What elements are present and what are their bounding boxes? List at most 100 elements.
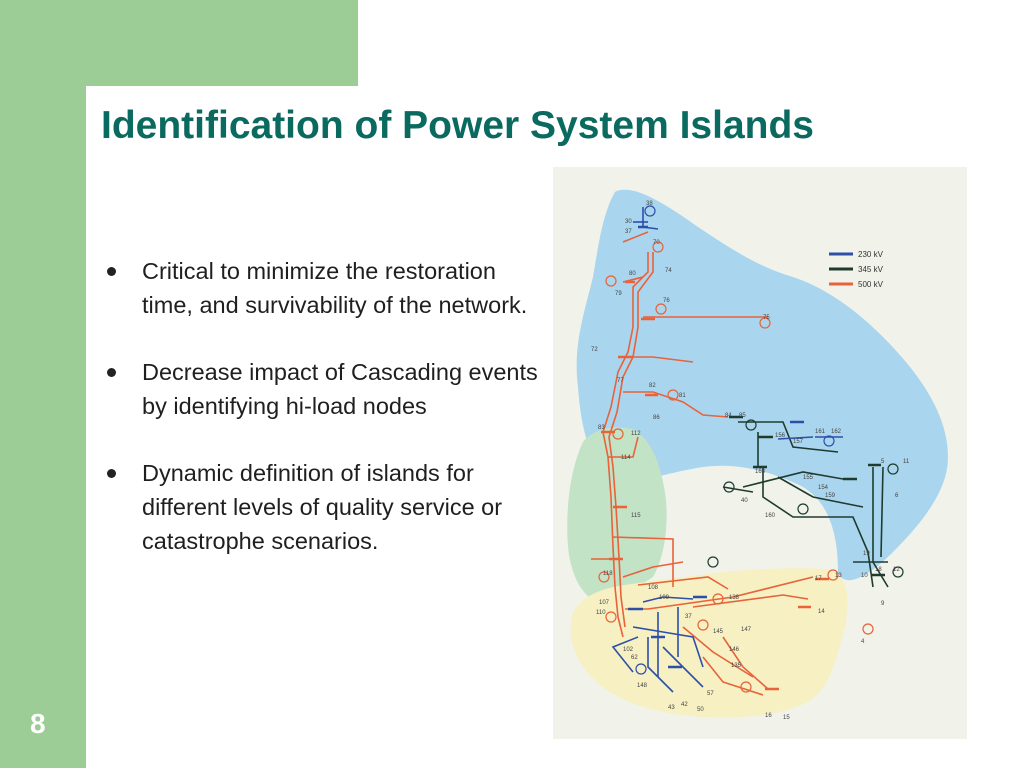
bullet-item: Critical to minimize the restoration tim… [104, 254, 544, 322]
generator-icon [605, 275, 617, 287]
bus-label: 79 [615, 291, 622, 297]
bus-label: 18 [875, 567, 882, 573]
slide-title: Identification of Power System Islands [101, 104, 814, 147]
bullet-text: Dynamic definition of islands for differ… [142, 460, 503, 554]
generator-icon [644, 205, 656, 217]
bus-label: 147 [741, 627, 752, 633]
bus-label: 6 [895, 493, 899, 499]
bus-label: 62 [631, 655, 638, 661]
bus-label: 112 [631, 431, 641, 437]
left-accent-band [0, 0, 86, 768]
generator-icon [827, 569, 839, 581]
generator-icon [652, 241, 664, 253]
bus-label: 84 [725, 413, 732, 419]
bus-label: 11 [903, 459, 910, 465]
bullet-dot-icon [107, 469, 116, 478]
bus-label: 161 [815, 429, 826, 435]
bus-label: 50 [697, 707, 704, 713]
bullet-item: Decrease impact of Cascading events by i… [104, 355, 544, 423]
bus-label: 135 [731, 663, 742, 669]
bus-label: 86 [653, 415, 660, 421]
bus-label: 115 [631, 513, 641, 519]
bus-label: 81 [679, 393, 686, 399]
bus-label: 77 [617, 378, 624, 384]
bus-label: 83 [598, 425, 605, 431]
generator-icon [612, 428, 624, 440]
bullet-dot-icon [107, 368, 116, 377]
bus-label: 162 [831, 429, 842, 435]
bus-label: 37 [625, 229, 632, 235]
bus-label: 13 [835, 573, 842, 579]
bus-label: 76 [663, 298, 670, 304]
bus-labels: 38 30 37 70 80 74 79 76 75 72 77 82 81 8… [591, 201, 910, 721]
bus-label: 145 [713, 629, 724, 635]
legend-label: 345 kV [858, 265, 884, 274]
bus-label: 74 [665, 268, 672, 274]
generator-icon [745, 419, 757, 431]
bus-label: 5 [881, 459, 885, 465]
bus-label: 107 [599, 600, 610, 606]
bus-label: 114 [621, 455, 631, 461]
bus-label: 138 [729, 595, 740, 601]
bus-label: 118 [603, 571, 613, 577]
generator-icon [892, 566, 904, 578]
top-accent-band [0, 0, 358, 86]
bus-label: 70 [653, 240, 660, 246]
bus-label: 38 [646, 201, 653, 207]
bus-bars [601, 225, 885, 691]
island-blue [576, 189, 948, 581]
bullet-text: Decrease impact of Cascading events by i… [142, 359, 538, 419]
bus-label: 15 [783, 715, 790, 721]
bullet-dot-icon [107, 267, 116, 276]
lines-230kv [611, 207, 843, 693]
bus-label: 9 [881, 601, 885, 607]
generator-icon [797, 503, 809, 515]
generator-icon [635, 663, 647, 675]
legend-label: 230 kV [858, 250, 884, 259]
bus-label: 17 [815, 576, 822, 582]
bullet-list: Critical to minimize the restoration tim… [104, 254, 544, 591]
bus-label: 43 [668, 705, 675, 711]
bus-label: 109 [659, 595, 670, 601]
generator-icon [823, 435, 835, 447]
bus-label: 16 [765, 713, 772, 719]
bus-label: 19 [863, 551, 870, 557]
generator-icon [712, 593, 724, 605]
generator-icon [655, 303, 667, 315]
bus-label: 42 [681, 702, 688, 708]
voltage-legend: 230 kV 345 kV 500 kV [829, 250, 884, 289]
generator-icon [759, 317, 771, 329]
lines-500kv [591, 231, 814, 696]
bus-label: 163 [755, 469, 766, 475]
generator-symbols [598, 205, 904, 693]
network-svg: 38 30 37 70 80 74 79 76 75 72 77 82 81 8… [567, 189, 948, 721]
generator-icon [723, 481, 735, 493]
bus-label: 148 [637, 683, 648, 689]
page-number: 8 [30, 708, 46, 739]
bus-label: 37 [685, 614, 692, 620]
bus-label: 157 [793, 439, 804, 445]
bus-label: 57 [707, 691, 714, 697]
bus-label: 30 [625, 219, 632, 225]
generator-icon [887, 463, 899, 475]
bus-label: 4 [861, 639, 865, 645]
bus-label: 82 [649, 383, 656, 389]
bus-label: 146 [729, 647, 740, 653]
bus-label: 108 [648, 585, 659, 591]
bus-label: 85 [739, 413, 746, 419]
generator-icon [740, 681, 752, 693]
lines-345kv [722, 421, 889, 588]
legend-label: 500 kV [858, 280, 884, 289]
bus-label: 159 [825, 493, 836, 499]
bus-label: 102 [623, 647, 634, 653]
bus-label: 160 [765, 513, 776, 519]
generator-icon [667, 389, 679, 401]
generator-icon [605, 611, 617, 623]
generator-icon [598, 571, 610, 583]
generator-icon [707, 556, 719, 568]
bullet-text: Critical to minimize the restoration tim… [142, 258, 528, 318]
bus-label: 80 [629, 271, 636, 277]
generator-icon [862, 623, 874, 635]
bus-label: 154 [818, 485, 829, 491]
bus-label: 10 [861, 573, 868, 579]
